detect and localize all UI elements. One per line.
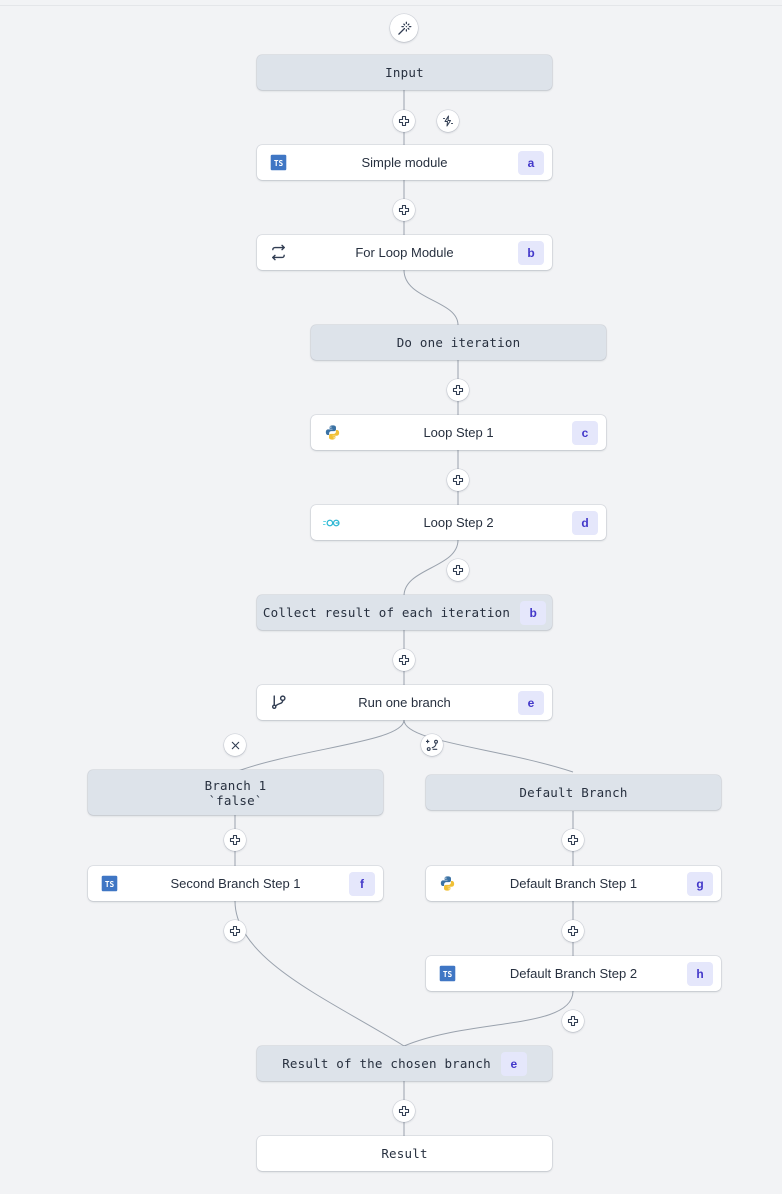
branch-icon bbox=[269, 694, 287, 712]
plus-icon bbox=[398, 115, 410, 127]
close-icon bbox=[230, 740, 241, 751]
node-result-of-chosen-branch[interactable]: Result of the chosen branch e bbox=[257, 1046, 552, 1081]
node-collect-result-label: Collect result of each iteration bbox=[262, 605, 511, 620]
header-divider bbox=[0, 5, 782, 6]
go-icon bbox=[323, 514, 341, 532]
node-run-one-branch-badge: e bbox=[518, 690, 544, 715]
add-step-button-in-loop-1[interactable] bbox=[447, 379, 469, 401]
add-step-button-branch-1[interactable] bbox=[224, 829, 246, 851]
node-input-label: Input bbox=[385, 65, 424, 80]
node-do-one-iteration-label: Do one iteration bbox=[396, 335, 521, 350]
loop-icon bbox=[269, 244, 287, 262]
plus-icon bbox=[452, 384, 464, 396]
node-for-loop-module-label: For Loop Module bbox=[355, 245, 454, 260]
node-result-label: Result bbox=[381, 1146, 428, 1161]
add-step-button-after-simple-module[interactable] bbox=[393, 199, 415, 221]
add-branch-button[interactable] bbox=[421, 734, 443, 756]
add-step-button-default-branch[interactable] bbox=[562, 829, 584, 851]
node-default-branch-label: Default Branch bbox=[519, 785, 628, 800]
python-icon bbox=[323, 424, 341, 442]
add-step-button-default-branch-end[interactable] bbox=[562, 1010, 584, 1032]
node-default-branch-step-2-label: Default Branch Step 2 bbox=[509, 966, 638, 981]
plus-icon bbox=[398, 204, 410, 216]
node-simple-module[interactable]: TS Simple module a bbox=[257, 145, 552, 180]
plus-icon bbox=[398, 1105, 410, 1117]
plus-icon bbox=[567, 1015, 579, 1027]
node-collect-result[interactable]: Collect result of each iteration b bbox=[257, 595, 552, 630]
svg-text:TS: TS bbox=[104, 880, 114, 889]
node-simple-module-label: Simple module bbox=[361, 155, 448, 170]
node-loop-step-2-label: Loop Step 2 bbox=[423, 515, 494, 530]
node-default-branch-step-2[interactable]: TS Default Branch Step 2 h bbox=[426, 956, 721, 991]
plus-icon bbox=[567, 925, 579, 937]
add-step-button-after-collect[interactable] bbox=[393, 649, 415, 671]
plus-icon bbox=[229, 925, 241, 937]
add-trigger-button[interactable] bbox=[437, 110, 459, 132]
node-loop-step-1-badge: c bbox=[572, 420, 598, 445]
node-second-branch-step-1-badge: f bbox=[349, 871, 375, 896]
node-branch-1-label: Branch 1 `false` bbox=[204, 777, 267, 808]
add-step-button-in-loop-2[interactable] bbox=[447, 469, 469, 491]
node-default-branch-step-1-badge: g bbox=[687, 871, 713, 896]
typescript-icon: TS bbox=[438, 965, 456, 983]
node-loop-step-1[interactable]: Loop Step 1 c bbox=[311, 415, 606, 450]
plus-icon bbox=[229, 834, 241, 846]
python-icon bbox=[438, 875, 456, 893]
node-branch-1[interactable]: Branch 1 `false` bbox=[88, 770, 383, 815]
node-result-of-chosen-branch-badge: e bbox=[500, 1051, 527, 1076]
lightning-bolt-icon bbox=[442, 115, 454, 127]
remove-branch-button[interactable] bbox=[224, 734, 246, 756]
add-step-button-after-loop[interactable] bbox=[447, 559, 469, 581]
node-default-branch-step-2-badge: h bbox=[687, 961, 713, 986]
typescript-icon: TS bbox=[100, 875, 118, 893]
magic-wand-icon bbox=[397, 21, 412, 36]
add-step-button-default-branch-2[interactable] bbox=[562, 920, 584, 942]
plus-icon bbox=[452, 564, 464, 576]
node-loop-step-1-label: Loop Step 1 bbox=[423, 425, 494, 440]
node-loop-step-2[interactable]: Loop Step 2 d bbox=[311, 505, 606, 540]
svg-text:TS: TS bbox=[442, 970, 452, 979]
add-step-button-after-input[interactable] bbox=[393, 110, 415, 132]
node-do-one-iteration[interactable]: Do one iteration bbox=[311, 325, 606, 360]
node-result-of-chosen-branch-label: Result of the chosen branch bbox=[282, 1056, 491, 1071]
svg-text:TS: TS bbox=[273, 159, 283, 168]
plus-icon bbox=[567, 834, 579, 846]
add-step-button-before-result[interactable] bbox=[393, 1100, 415, 1122]
node-for-loop-module[interactable]: For Loop Module b bbox=[257, 235, 552, 270]
plus-icon bbox=[452, 474, 464, 486]
node-default-branch[interactable]: Default Branch bbox=[426, 775, 721, 810]
node-input[interactable]: Input bbox=[257, 55, 552, 90]
node-run-one-branch-label: Run one branch bbox=[358, 695, 451, 710]
node-default-branch-step-1[interactable]: Default Branch Step 1 g bbox=[426, 866, 721, 901]
node-simple-module-badge: a bbox=[518, 150, 544, 175]
plus-icon bbox=[398, 654, 410, 666]
add-branch-icon bbox=[425, 739, 439, 752]
ai-magic-wand-button[interactable] bbox=[390, 14, 418, 42]
node-run-one-branch[interactable]: Run one branch e bbox=[257, 685, 552, 720]
node-collect-result-badge: b bbox=[520, 600, 547, 625]
node-result[interactable]: Result bbox=[257, 1136, 552, 1171]
node-default-branch-step-1-label: Default Branch Step 1 bbox=[509, 876, 638, 891]
typescript-icon: TS bbox=[269, 154, 287, 172]
node-second-branch-step-1-label: Second Branch Step 1 bbox=[170, 876, 301, 891]
node-loop-step-2-badge: d bbox=[572, 510, 598, 535]
node-for-loop-module-badge: b bbox=[518, 240, 544, 265]
node-second-branch-step-1[interactable]: TS Second Branch Step 1 f bbox=[88, 866, 383, 901]
add-step-button-branch-1-end[interactable] bbox=[224, 920, 246, 942]
